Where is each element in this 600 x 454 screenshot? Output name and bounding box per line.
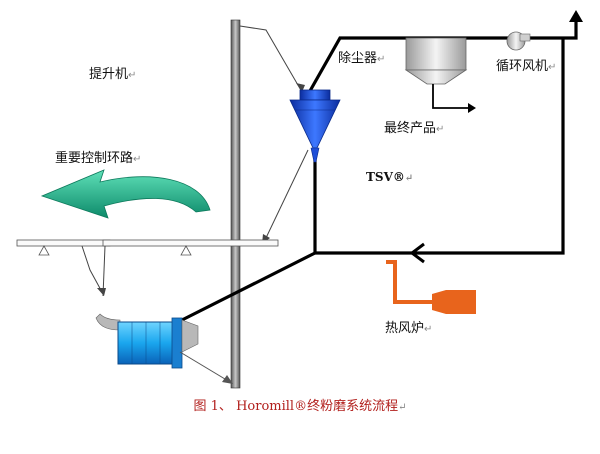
elevator-label-text: 提升机 (89, 67, 129, 82)
paragraph-mark: ↵ (128, 70, 137, 81)
paragraph-mark: ↵ (133, 154, 142, 165)
dust-collector-label: 除尘器↵ (338, 52, 385, 65)
tsv-label: TSV®↵ (366, 171, 413, 184)
paragraph-mark: ↵ (404, 173, 414, 184)
tsv-separator (289, 89, 341, 163)
feed-line-left (81, 245, 103, 293)
final-product-arrowhead (468, 103, 476, 113)
left-conveyor (16, 239, 111, 256)
feed-line-right (102, 245, 106, 297)
elevator-label: 提升机↵ (89, 68, 136, 81)
final-product-label: 最终产品↵ (384, 122, 444, 135)
circulating-fan-label: 循环风机↵ (496, 60, 556, 73)
figure-caption: 图 1、 Horomill®终粉磨系统流程↵ (0, 395, 600, 414)
gas-return-arrowhead (409, 242, 425, 264)
circulating-fan-label-text: 循环风机 (496, 59, 549, 74)
elevator-discharge-line (239, 25, 303, 93)
feed-line-left-arrowhead (97, 288, 106, 296)
paragraph-mark: ↵ (377, 54, 386, 65)
circulating-fan-icon (506, 31, 531, 51)
mill-discharge-arrowhead (222, 375, 233, 384)
gas-exhaust-arrowhead (569, 10, 583, 22)
elevator-column (230, 19, 241, 389)
hot-air-furnace-label: 热风炉↵ (385, 322, 432, 335)
dust-collector (404, 37, 468, 85)
control-loop-label-text: 重要控制环路 (55, 151, 134, 166)
separator-reject-line (264, 149, 309, 241)
paragraph-mark: ↵ (398, 402, 407, 413)
right-conveyor (102, 239, 279, 256)
dust-collector-label-text: 除尘器 (338, 51, 378, 66)
tsv-label-text: TSV® (366, 170, 405, 184)
final-product-label-text: 最终产品 (384, 121, 437, 136)
final-product-line (432, 84, 470, 109)
hot-air-furnace-label-text: 热风炉 (385, 321, 425, 336)
separator-to-mill-line (181, 251, 316, 322)
figure-caption-text: 图 1、 Horomill®终粉磨系统流程 (193, 399, 399, 414)
horomill (95, 313, 199, 369)
paragraph-mark: ↵ (424, 324, 433, 335)
paragraph-mark: ↵ (548, 62, 557, 73)
control-loop-arrow-icon (40, 169, 211, 219)
paragraph-mark: ↵ (436, 124, 445, 135)
mill-discharge-line (179, 351, 231, 383)
gas-return-line (313, 38, 565, 255)
control-loop-label: 重要控制环路↵ (55, 152, 141, 165)
hot-air-furnace (386, 260, 476, 314)
